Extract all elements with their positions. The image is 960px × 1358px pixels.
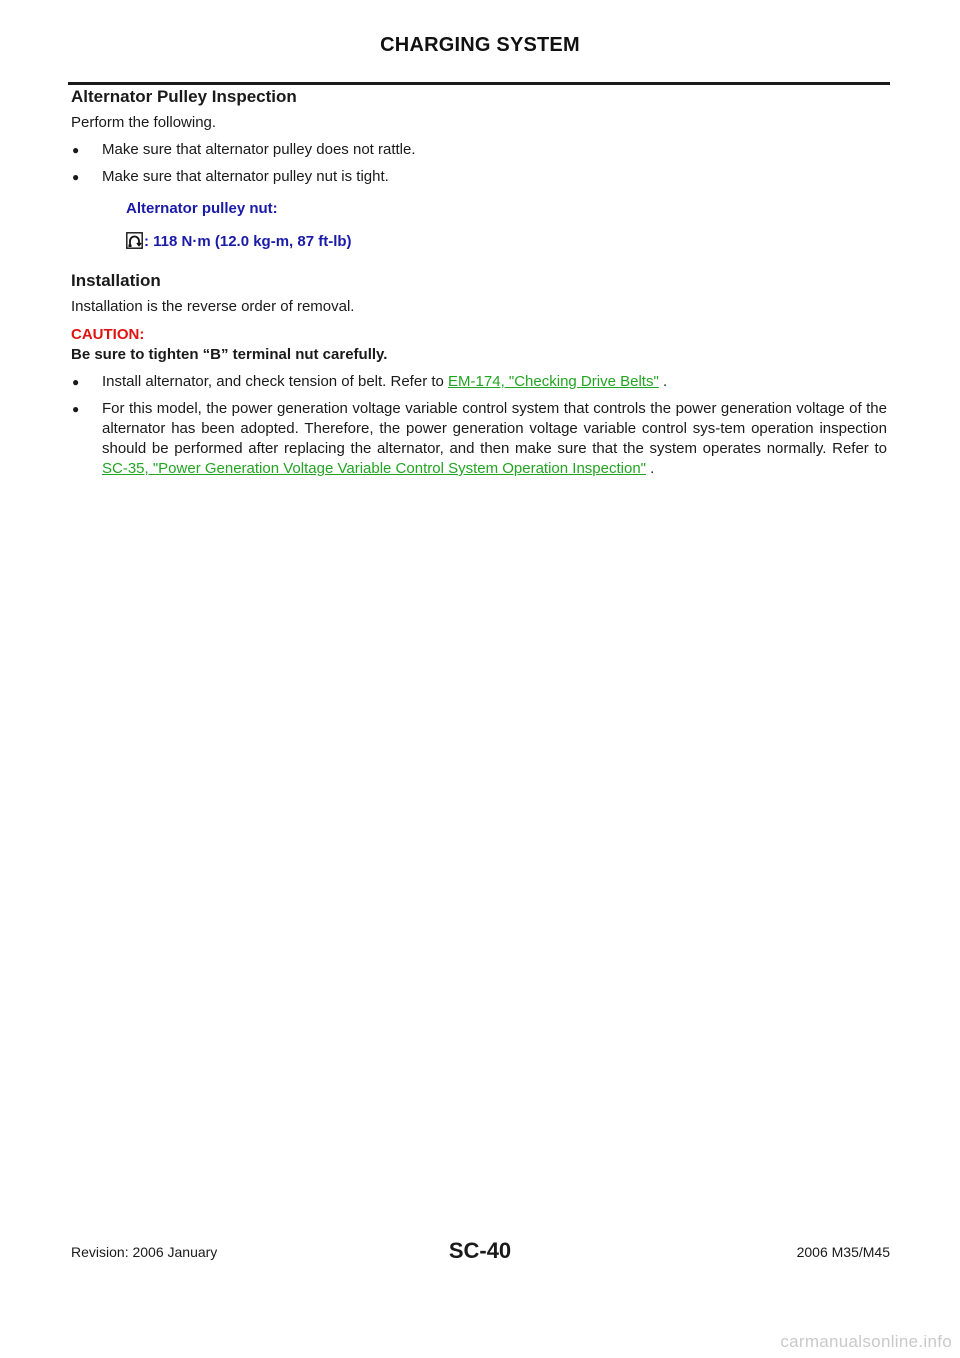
link-power-generation-inspection[interactable]: SC-35, "Power Generation Voltage Variabl… (102, 460, 646, 477)
list-item-text: For this model, the power generation vol… (102, 400, 887, 457)
spec-value: : 118 N·m (12.0 kg-m, 87 ft-lb) (144, 233, 352, 250)
inspection-list: ● Make sure that alternator pulley does … (71, 140, 887, 187)
installation-list: ● Install alternator, and check tension … (71, 372, 887, 479)
intro-text: Perform the following. (71, 114, 217, 131)
header-divider (68, 82, 890, 85)
page-header-title: CHARGING SYSTEM (380, 34, 580, 56)
section-title-installation: Installation (71, 271, 161, 290)
bullet-icon: ● (72, 375, 80, 389)
bullet-icon: ● (72, 402, 80, 416)
list-item-suffix: . (658, 373, 668, 390)
torque-spec: Alternator pulley nut: : 118 N·m (12.0 k… (126, 199, 887, 252)
footer-revision: Revision: 2006 January (71, 1244, 218, 1260)
link-checking-drive-belts[interactable]: EM-174, "Checking Drive Belts" (448, 373, 659, 390)
bullet-icon: ● (72, 143, 80, 157)
list-item-text: Install alternator, and check tension of… (102, 373, 449, 390)
caution-text: Be sure to tighten “B” terminal nut care… (71, 346, 388, 363)
list-item: ● For this model, the power generation v… (71, 399, 887, 479)
section-title-pulley-inspection: Alternator Pulley Inspection (71, 87, 297, 106)
footer-page-number: SC-40 (448, 1238, 512, 1263)
watermark: carmanualsonline.info (780, 1332, 952, 1351)
caution-label: CAUTION: (71, 326, 145, 343)
spec-value-row: : 118 N·m (12.0 kg-m, 87 ft-lb) (126, 232, 887, 252)
list-item: ● Install alternator, and check tension … (71, 372, 887, 392)
list-item: ● Make sure that alternator pulley does … (71, 140, 887, 160)
list-item-text: Make sure that alternator pulley does no… (102, 141, 416, 158)
installation-text: Installation is the reverse order of rem… (71, 298, 355, 315)
list-item: ● Make sure that alternator pulley nut i… (71, 167, 887, 187)
list-item-suffix: . (646, 460, 655, 477)
footer-model: 2006 M35/M45 (796, 1244, 890, 1260)
bullet-icon: ● (72, 170, 80, 184)
torque-wrench-icon (126, 232, 143, 249)
spec-label: Alternator pulley nut: (126, 200, 278, 217)
list-item-text: Make sure that alternator pulley nut is … (102, 168, 389, 185)
page-content: Alternator Pulley Inspection Perform the… (71, 86, 887, 479)
